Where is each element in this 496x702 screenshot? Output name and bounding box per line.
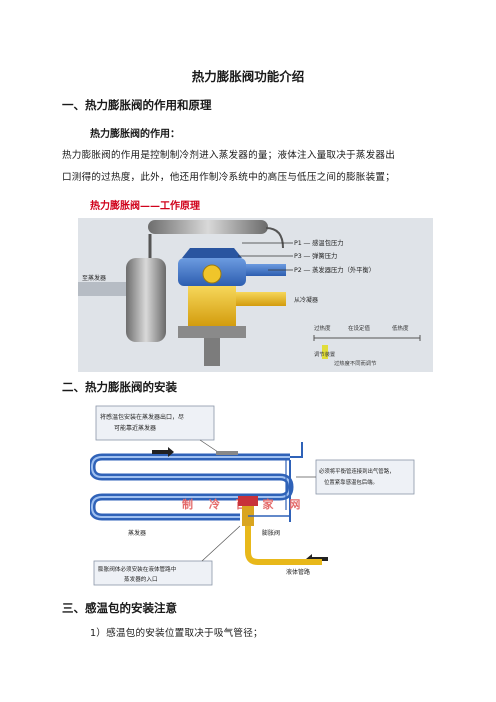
page-title: 热力膨胀阀功能介绍 bbox=[191, 69, 305, 84]
label-from-condenser: 从冷凝器 bbox=[294, 296, 318, 304]
label-valve: 膨胀阀 bbox=[262, 529, 280, 537]
paragraph-line-2: 口测得的过热度，此外，他还用作制冷系统中的高压与低压之间的膨胀装置； bbox=[62, 172, 395, 183]
valve-principle-diagram: P1 ― 感温包压力 P3 ― 弹簧压力 P2 ― 蒸发器压力（外平衡） 至蒸发… bbox=[78, 218, 433, 372]
legend-low-superheat: 低热度 bbox=[392, 324, 409, 332]
legend-setpoint: 在设定值 bbox=[348, 324, 371, 332]
callout-top-line-1: 将感温包安装在蒸发器出口，尽 bbox=[100, 413, 184, 421]
paragraph-line-1: 热力膨胀阀的作用是控制制冷剂进入蒸发器的量；液体注入量取决于蒸发器出 bbox=[62, 150, 395, 161]
installation-diagram: 将感温包安装在蒸发器出口，尽 可能靠近蒸发器 必须将平衡管连接到出气管路， 位置… bbox=[90, 402, 420, 587]
list-item-1: 1）感温包的安装位置取决于吸气管径； bbox=[90, 628, 263, 639]
label-to-evaporator: 至蒸发器 bbox=[82, 274, 106, 282]
sensing-bulb bbox=[216, 451, 238, 455]
figure-caption-working-principle: 热力膨胀阀——工作原理 bbox=[90, 201, 200, 212]
callout-right-line-1: 必须将平衡管连接到出气管路， bbox=[319, 467, 394, 475]
callout-valve-body bbox=[93, 560, 213, 586]
callout-right-line-2: 位置紧靠感温包后端。 bbox=[324, 478, 378, 486]
section-heading-3: 三、感温包的安装注意 bbox=[62, 601, 177, 615]
label-liquid-line: 液体管路 bbox=[286, 568, 310, 576]
legend-superheat: 过热度 bbox=[314, 324, 331, 332]
subheading-function: 热力膨胀阀的作用： bbox=[90, 129, 180, 140]
valve-body-left bbox=[126, 258, 166, 342]
callout-sensing-bulb bbox=[95, 405, 215, 441]
note-line-1: 调节装置 bbox=[314, 350, 335, 358]
valve-head bbox=[238, 496, 258, 506]
callout-bottom-line-2: 蒸发器的入口 bbox=[124, 575, 158, 583]
legend-slider bbox=[322, 345, 328, 359]
equalizer-pipe bbox=[246, 264, 286, 276]
sensing-bulb bbox=[148, 220, 268, 234]
label-p1: P1 ― 感温包压力 bbox=[294, 238, 344, 247]
section-heading-2: 二、热力膨胀阀的安装 bbox=[62, 380, 177, 394]
callout-equalizer bbox=[315, 459, 415, 495]
callout-bottom-line-1: 膨胀阀体必须安装在液体管路中 bbox=[98, 565, 177, 573]
label-p2: P2 ― 蒸发器压力（外平衡） bbox=[294, 265, 375, 274]
liquid-line bbox=[245, 526, 322, 565]
section-heading-1: 一、热力膨胀阀的作用和原理 bbox=[62, 98, 212, 112]
valve-body bbox=[188, 286, 236, 326]
pipe-to-evaporator bbox=[78, 282, 138, 296]
label-evaporator: 蒸发器 bbox=[128, 529, 146, 537]
pipe-from-condenser bbox=[236, 292, 286, 306]
note-line-2: 过热度不同而调节 bbox=[334, 359, 376, 367]
callout-top-line-2: 可能靠近蒸发器 bbox=[114, 424, 156, 432]
label-p3: P3 ― 弹簧压力 bbox=[294, 251, 337, 260]
flow-arrow-top bbox=[152, 447, 174, 457]
